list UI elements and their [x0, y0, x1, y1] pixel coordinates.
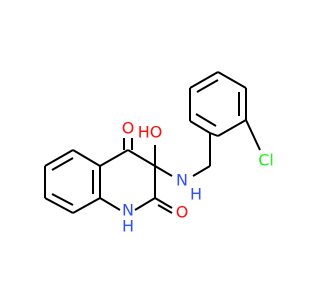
chemical-structure: O O HO N H N H Cl: [44, 71, 274, 236]
bond: [157, 204, 173, 214]
bond: [189, 120, 211, 134]
bond: [209, 132, 219, 137]
bond: [196, 79, 219, 93]
bond: [51, 157, 74, 171]
atom-label-hydroxyl: HO: [138, 123, 163, 142]
atom-label-ring-nitrogen: N: [122, 201, 134, 220]
bond: [72, 197, 101, 214]
atom-label-ketone-oxygen: O: [122, 119, 135, 138]
atom-labels: O O HO N H N H Cl: [122, 119, 274, 236]
bond: [99, 197, 121, 211]
bond: [245, 119, 261, 151]
atom-label-amine-nitrogen: N: [176, 171, 188, 190]
bond: [51, 193, 74, 206]
bond: [217, 71, 247, 89]
atom-label-chlorine: Cl: [258, 151, 274, 170]
bond: [192, 165, 211, 177]
bond: [189, 71, 219, 89]
bond: [72, 149, 101, 167]
bond-layer: [44, 71, 261, 214]
bond: [154, 165, 173, 177]
bond: [99, 149, 129, 167]
bond: [217, 119, 247, 137]
bond: [44, 149, 74, 167]
bond: [154, 197, 173, 209]
bond: [195, 113, 217, 127]
atom-label-amine-hydrogen: H: [190, 185, 202, 204]
atom-label-ring-hydrogen: H: [122, 217, 134, 236]
atom-label-lactam-oxygen: O: [176, 203, 189, 222]
bond: [134, 197, 156, 211]
bond: [44, 197, 74, 214]
bond: [127, 149, 156, 167]
